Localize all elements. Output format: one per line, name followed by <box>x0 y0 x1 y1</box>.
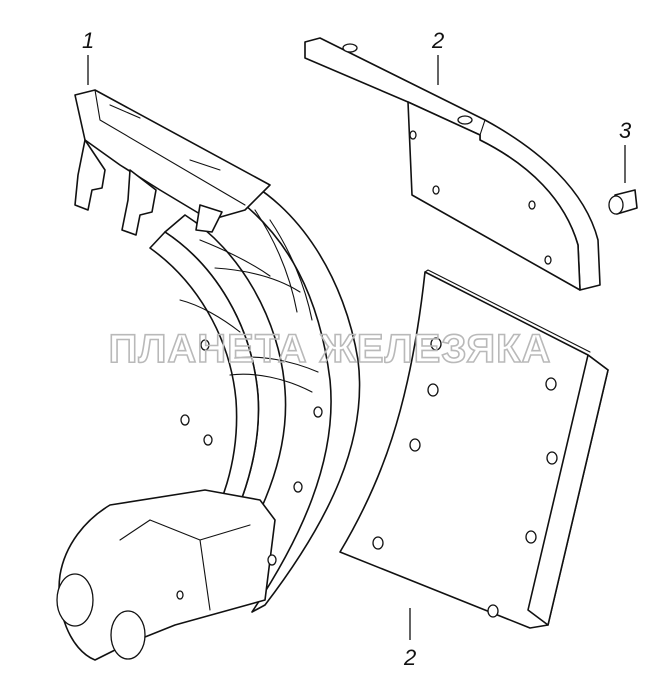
callout-2-upper: 2 <box>431 28 444 85</box>
callout-label-3: 3 <box>619 118 632 143</box>
callout-2-lower: 2 <box>403 608 416 670</box>
rivet <box>608 189 638 215</box>
watermark-text: ПЛАНЕТА ЖЕЛЕЗЯКА <box>109 327 552 371</box>
brake-shoe <box>56 89 361 661</box>
callout-1: 1 <box>82 28 94 85</box>
upper-lining <box>304 37 601 291</box>
callout-label-2-lower: 2 <box>403 645 416 670</box>
callout-label-2-upper: 2 <box>431 28 444 53</box>
callout-label-1: 1 <box>82 28 94 53</box>
callout-3: 3 <box>619 118 632 183</box>
lower-lining <box>339 269 609 629</box>
